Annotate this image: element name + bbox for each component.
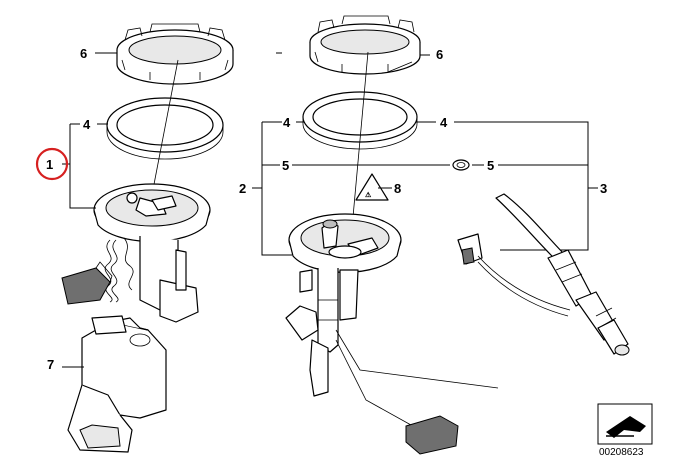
callout-label-8: 8	[394, 181, 401, 196]
o-ring[interactable]	[452, 159, 470, 171]
warning-label-glyph: ⚠	[365, 191, 372, 199]
seal-ring-left[interactable]	[106, 97, 224, 160]
guide-line-center	[351, 51, 369, 229]
callout-label-3: 3	[600, 181, 607, 196]
callout-label-4-center-right: 4	[440, 115, 448, 130]
callout-label-5-left: 5	[282, 158, 289, 173]
callout-label-2: 2	[239, 181, 246, 196]
callout-label-1: 1	[46, 157, 53, 172]
guide-line-left	[149, 59, 179, 206]
callout-lines-center	[252, 52, 598, 256]
highlight-circle	[35, 147, 69, 181]
ring-nut-center[interactable]	[309, 15, 421, 75]
pump-body-center[interactable]	[285, 268, 499, 455]
pump-flange-center[interactable]	[288, 213, 402, 273]
callout-label-7: 7	[47, 357, 54, 372]
diagram-number: 00208623	[599, 447, 644, 458]
pump-body-left[interactable]	[61, 236, 199, 323]
fuel-line-right[interactable]	[457, 193, 630, 356]
callout-label-6-left: 6	[80, 46, 87, 61]
pump-flange-left[interactable]	[93, 183, 211, 243]
callout-lines-left	[62, 52, 117, 368]
callout-label-4-left: 4	[83, 117, 91, 132]
ring-nut-left[interactable]	[116, 23, 234, 85]
callout-label-4-center-left: 4	[283, 115, 291, 130]
bracket-left[interactable]	[67, 315, 167, 453]
seal-ring-center[interactable]	[302, 91, 418, 150]
callout-label-5-right: 5	[487, 158, 494, 173]
callout-label-6-center: 6	[436, 47, 443, 62]
highlighted-callout-1[interactable]: 1	[35, 147, 69, 181]
warning-label-sticker[interactable]: ⚠	[355, 173, 389, 201]
diagram-footer-icon	[597, 403, 653, 445]
